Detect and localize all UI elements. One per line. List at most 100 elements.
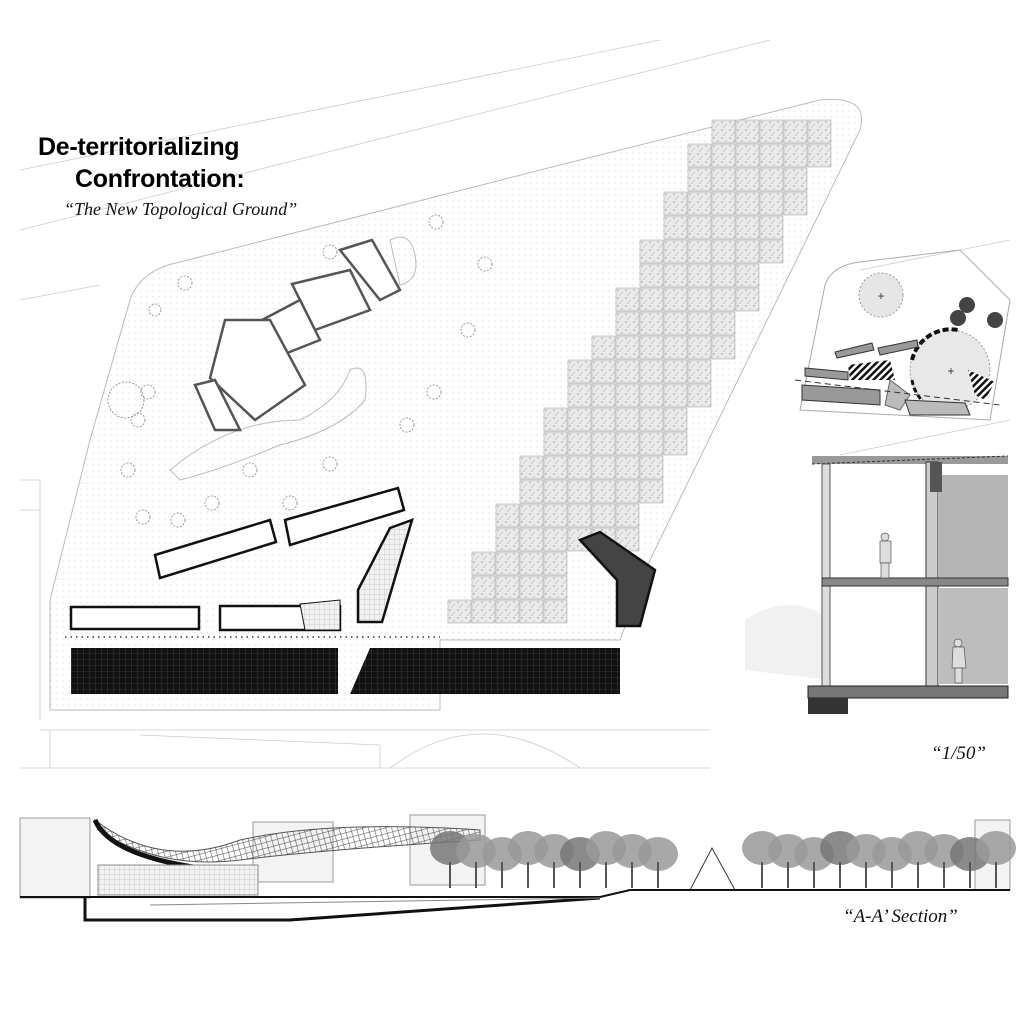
landscape-tile <box>687 335 712 360</box>
landscape-tile <box>711 335 736 360</box>
tree-trunk <box>657 862 659 888</box>
trees <box>107 214 493 528</box>
landscape-tile <box>519 503 544 528</box>
landscape-tile <box>567 479 592 504</box>
board-title-line1: De-territorializing <box>38 133 240 161</box>
landscape-tile <box>783 143 808 168</box>
landscape-tile <box>735 191 760 216</box>
tree-trunk <box>605 862 607 888</box>
landscape-tile <box>615 503 640 528</box>
landscape-tile <box>567 383 592 408</box>
landscape-tile <box>495 551 520 576</box>
tree-trunk <box>917 862 919 888</box>
landscape-tile <box>639 431 664 456</box>
landscape-tile <box>615 479 640 504</box>
landscape-tile <box>711 119 736 144</box>
landscape-tile <box>639 455 664 480</box>
landscape-tile <box>711 143 736 168</box>
landscape-tile <box>759 191 784 216</box>
landscape-tile <box>759 119 784 144</box>
landscape-tile <box>615 455 640 480</box>
board-subtitle: “The New Topological Ground” <box>64 199 298 219</box>
landscape-tile <box>735 287 760 312</box>
landscape-tile <box>687 215 712 240</box>
landscape-tile <box>519 455 544 480</box>
pavilion-blocks <box>69 486 657 632</box>
landscape-tile <box>615 431 640 456</box>
tree-trunk <box>943 862 945 888</box>
landscape-tile <box>711 287 736 312</box>
landscape-tile <box>447 599 472 624</box>
landscape-tile <box>735 119 760 144</box>
tree-trunk <box>813 862 815 888</box>
landscape-tile <box>519 575 544 600</box>
landscape-tile <box>663 431 688 456</box>
tree-trunk <box>891 862 893 888</box>
landscape-tile <box>591 431 616 456</box>
tree-trunk <box>631 862 633 888</box>
site-plan <box>19 39 1011 769</box>
landscape-tile <box>615 287 640 312</box>
landscape-tile <box>711 239 736 264</box>
landscape-tile <box>591 455 616 480</box>
landscape-tile <box>663 407 688 432</box>
landscape-tile <box>711 311 736 336</box>
landscape-tile <box>591 503 616 528</box>
landscape-tile <box>615 311 640 336</box>
landscape-tile <box>591 479 616 504</box>
concept-diagram: + + <box>794 249 1011 421</box>
landscape-tile <box>495 599 520 624</box>
landscape-tile <box>759 215 784 240</box>
landscape-tile <box>711 191 736 216</box>
landscape-tile <box>663 383 688 408</box>
landscape-tile <box>783 119 808 144</box>
tree-trunk <box>969 862 971 888</box>
section-label: “A-A’ Section” <box>843 906 958 927</box>
tree-trunk <box>865 862 867 888</box>
landscape-tile <box>639 479 664 504</box>
landscape-tile <box>615 335 640 360</box>
landscape-tile <box>543 527 568 552</box>
landscape-tile <box>711 215 736 240</box>
landscape-tile <box>711 167 736 192</box>
landscape-tile <box>687 287 712 312</box>
tree-trunk <box>579 862 581 888</box>
tree-trunk <box>501 862 503 888</box>
landscape-tile <box>687 239 712 264</box>
landscape-tile <box>519 479 544 504</box>
landscape-tile <box>591 359 616 384</box>
context-lines <box>19 39 1011 769</box>
landscape-tile <box>663 239 688 264</box>
landscape-tile <box>639 239 664 264</box>
solar-array-left <box>71 648 338 694</box>
landscape-tile <box>495 527 520 552</box>
landscape-tile <box>735 263 760 288</box>
landscape-tile <box>639 359 664 384</box>
tree-trunk <box>475 862 477 888</box>
landscape-tile <box>663 191 688 216</box>
landscape-tile <box>807 143 832 168</box>
landscape-tile <box>783 191 808 216</box>
landscape-tile-field <box>447 119 832 624</box>
tree-trunk <box>995 862 997 888</box>
landscape-tile <box>543 599 568 624</box>
landscape-tile <box>615 383 640 408</box>
svg-text:+: + <box>947 364 954 378</box>
landscape-tile <box>687 143 712 168</box>
tree-trunk <box>839 862 841 888</box>
landscape-tile <box>687 167 712 192</box>
tree-canopy <box>976 831 1016 865</box>
landscape-tile <box>567 455 592 480</box>
landscape-tile <box>687 311 712 336</box>
landscape-tile <box>687 359 712 384</box>
tree-row <box>430 831 1016 888</box>
landscape-tile <box>615 359 640 384</box>
landscape-tile <box>687 383 712 408</box>
landscape-tile <box>519 599 544 624</box>
wall-detail-section <box>745 455 1009 714</box>
landscape-tile <box>639 287 664 312</box>
landscape-tile <box>543 575 568 600</box>
landscape-tile <box>663 287 688 312</box>
tree-canopy <box>638 837 678 871</box>
landscape-tile <box>735 239 760 264</box>
